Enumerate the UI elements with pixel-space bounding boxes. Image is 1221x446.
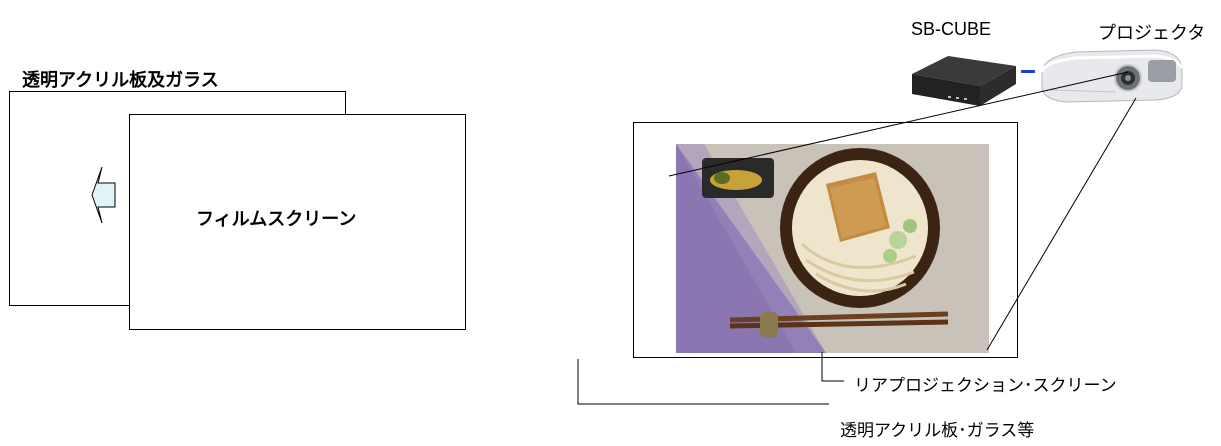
acrylic-glass-label: 透明アクリル板･ガラス等 xyxy=(840,416,1034,441)
rear-projection-screen-label: リアプロジェクション･スクリーン xyxy=(854,371,1117,396)
